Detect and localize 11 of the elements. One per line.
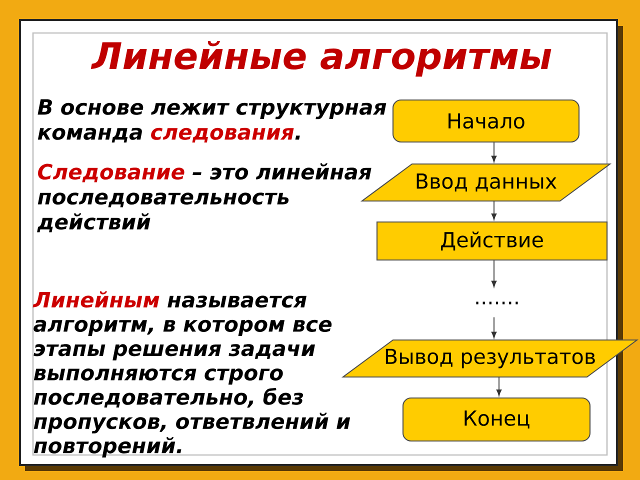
ellipsis: ....... bbox=[476, 302, 518, 304]
arrow bbox=[491, 260, 497, 288]
process-box: Действие bbox=[376, 221, 608, 261]
arrow bbox=[496, 376, 502, 396]
paragraph: В основе лежит структурная команда следования. bbox=[38, 99, 386, 143]
arrow bbox=[491, 200, 497, 220]
terminal-box: Конец bbox=[402, 397, 591, 442]
terminal-box: Начало bbox=[392, 99, 580, 143]
arrow bbox=[491, 142, 497, 162]
title: Линейные алгоритмы bbox=[90, 40, 552, 77]
arrow bbox=[491, 316, 497, 338]
